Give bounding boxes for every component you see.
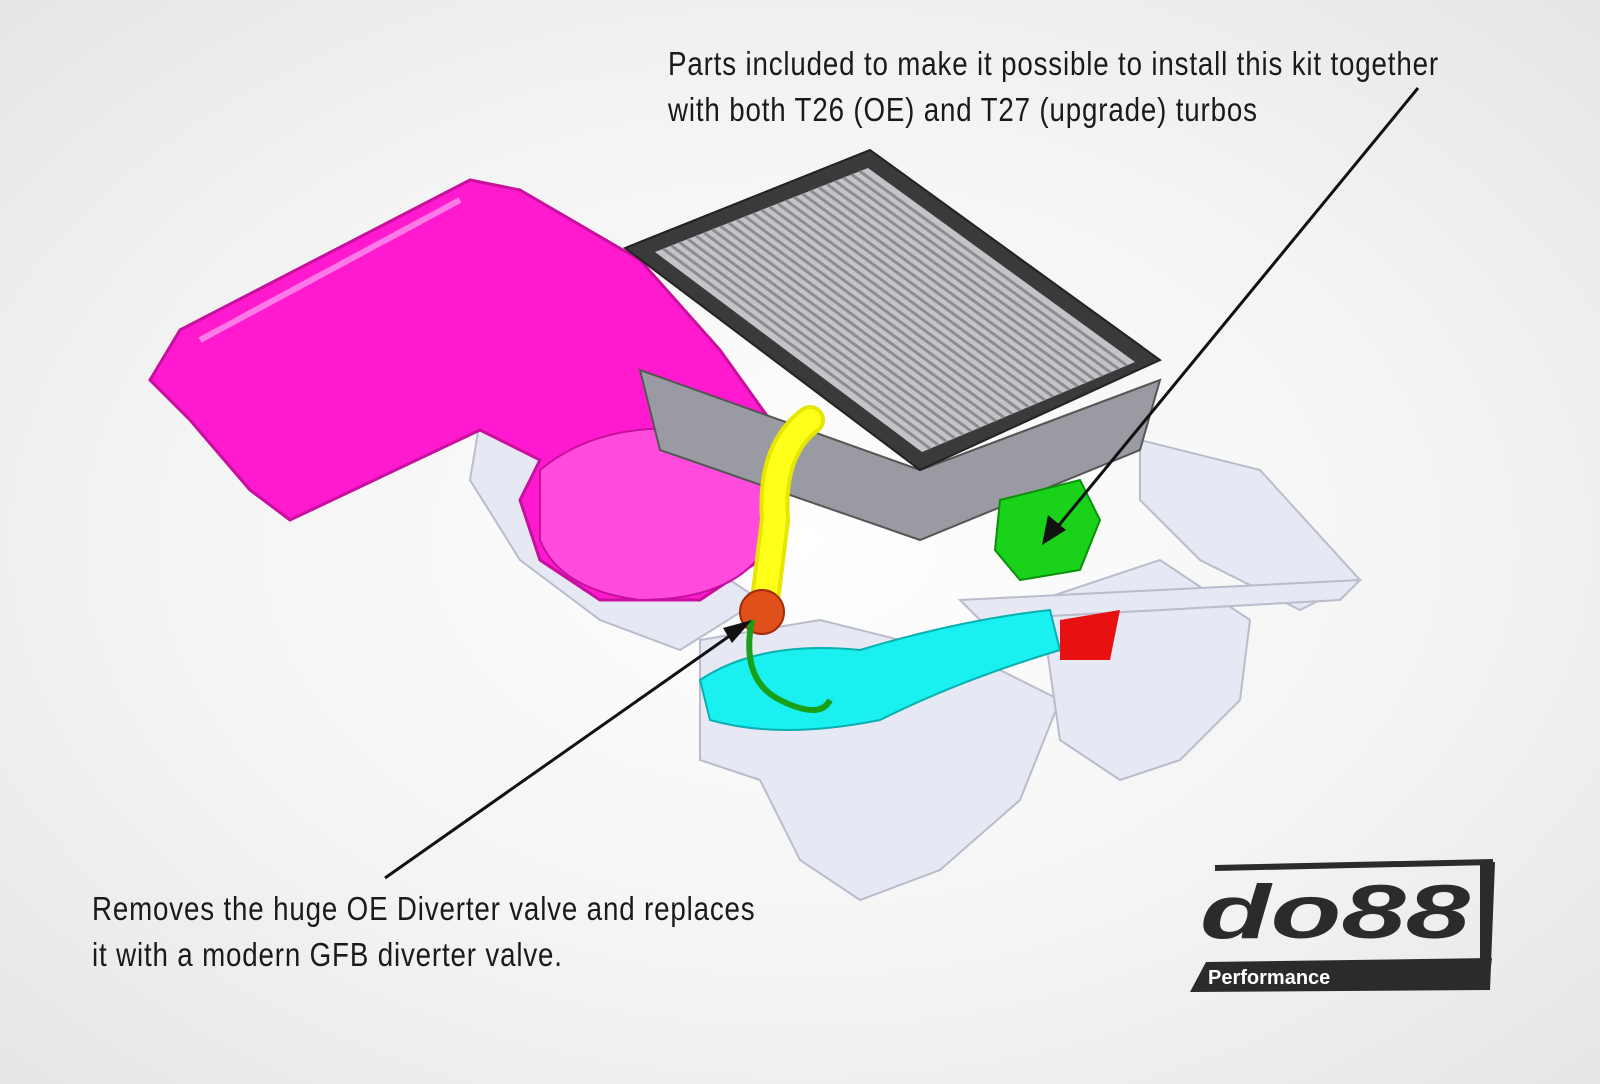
intercooler-fin (744, 215, 1014, 416)
callout-arrow-top (1042, 87, 1420, 545)
green-hose (746, 619, 833, 713)
intercooler-fin (695, 234, 964, 436)
intercooler-fin (793, 195, 1063, 395)
callout-top-line2: with both T26 (OE) and T27 (upgrade) tur… (668, 91, 1258, 128)
intercooler-fin (801, 192, 1071, 391)
intercooler-fin (736, 218, 1005, 419)
intercooler-fin (678, 241, 948, 443)
intercooler-fin (842, 176, 1112, 374)
intercooler-fin (727, 221, 997, 423)
intercooler-fin (752, 212, 1022, 412)
logo-subtitle: Performance (1208, 967, 1330, 989)
callout-bottom-line2: it with a modern GFB diverter valve. (92, 936, 563, 973)
intercooler-fin (858, 170, 1128, 367)
intercooler-fin (850, 173, 1120, 371)
intercooler-fin (817, 186, 1087, 384)
callout-top-line1: Parts included to make it possible to in… (668, 45, 1439, 82)
callout-bottom-line1: Removes the huge OE Diverter valve and r… (92, 890, 756, 927)
intercooler-fin (670, 244, 940, 447)
diverter-valve (739, 589, 785, 635)
intercooler-fin (826, 182, 1095, 381)
intercooler-fin (768, 205, 1038, 405)
intercooler-fin (809, 189, 1079, 388)
logo-brand: do88 (1200, 870, 1471, 955)
airbox (148, 178, 782, 602)
intercooler-fin (711, 228, 981, 429)
callout-top: Parts included to make it possible to in… (668, 41, 1439, 133)
callout-bottom: Removes the huge OE Diverter valve and r… (92, 886, 755, 978)
intercooler-fin (662, 247, 932, 450)
intercooler-fin (834, 179, 1104, 378)
intercooler-fin (760, 208, 1030, 409)
red-part (1060, 610, 1120, 660)
do88-logo: do88 Performance (1190, 859, 1495, 992)
intercooler-fin (703, 231, 973, 433)
callout-arrow-bottom (384, 620, 752, 880)
intercooler-fin (719, 224, 989, 426)
intercooler (622, 148, 1162, 542)
intercooler-fin (686, 237, 956, 440)
intercooler-fin (776, 202, 1046, 402)
intercooler-fin (785, 199, 1054, 398)
